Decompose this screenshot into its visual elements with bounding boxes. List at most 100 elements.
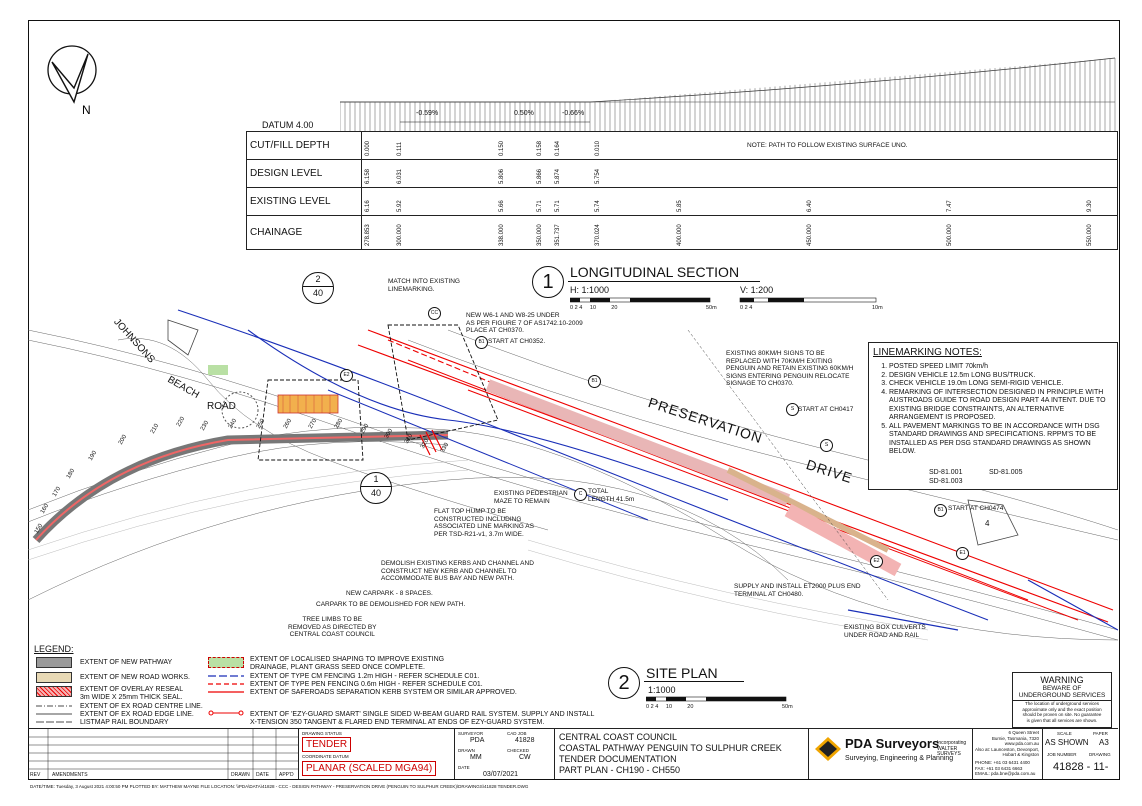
tick: 10 [665,704,673,710]
scale-h-ticks: 0 2 4 10 20 [570,304,617,312]
row-label: DESIGN LEVEL [250,168,323,179]
scale-h: H: 1:1000 [570,285,610,295]
title-underline [644,681,744,682]
grade-3: -0.66% [562,110,585,117]
callout-new-signs: NEW W6-1 AND W8-25 UNDER AS PER FIGURE 7… [466,312,583,334]
rev-header: DRAWN [231,772,250,778]
long-section-value: 350.000 [537,224,543,246]
legend-swatch-roadworks [36,672,72,683]
long-section-value: 6.031 [397,168,403,184]
legend-fence-lines [208,675,244,693]
rev-header: DATE [256,772,269,778]
company-address: 6 Queen Street Burnie, Tasmania, 7320 ww… [975,730,1040,757]
drawing-frame [28,20,1120,780]
grade-2: 0.50% [514,110,534,117]
surveyor: PDA [470,737,485,744]
road-label-road: ROAD [207,401,236,412]
marker-b1: B1 [475,336,488,349]
legend-item: EXTENT OF LOCALISED SHAPING TO IMPROVE E… [250,656,445,671]
callout-match-linemarking: MATCH INTO EXISTING LINEMARKING. [388,278,460,293]
cadjob: 41828 [515,737,535,744]
detail-ref-sheet: 40 [303,286,333,300]
long-section-value: 5.92 [397,200,403,212]
tick: 0 [740,305,744,311]
callout-start-352: START AT CH0352. [488,338,546,345]
scale-cell: SCALE PAPER AS SHOWN A3 JOB NUMBER DRAWI… [1042,729,1119,779]
long-section-value: 278.853 [365,224,371,246]
title-underline [568,281,760,282]
long-section-value: 5.754 [595,168,601,184]
tick: 2 [574,305,578,311]
legend-swatch-pathway [36,657,72,668]
legend-guardrail-line [208,710,244,716]
checked-label: CHECKED [507,748,530,753]
legend-item: EXTENT OF NEW ROAD WORKS. [80,674,190,681]
long-section-value: 5.74 [595,200,601,212]
cadjob-label: CAD JOB [507,731,527,736]
sd-ref: SD-81.005 [989,469,1023,476]
callout-start-417: START AT CH0417 [798,406,854,413]
long-section-value: 351.737 [555,224,561,246]
detail-ref-2: 2 40 [302,272,334,304]
long-section-value: 6.40 [807,200,813,212]
long-section-value: 550.000 [1087,224,1093,246]
datum-label: DATUM 4.00 [262,120,314,130]
scale-v-ticks: 0 2 4 [740,304,752,312]
north-arrow-icon: N [47,45,97,117]
revision-table [28,729,298,779]
scale-label: SCALE [1057,731,1072,736]
legend-item: EXTENT OF OVERLAY RESEAL 3m WIDE X 25mm … [80,686,184,701]
linemarking-item: POSTED SPEED LIMIT 70km/h [889,363,1117,372]
coord-label: COORDINATE DATUM [302,754,349,759]
long-section-value: 5.866 [537,168,543,184]
north-label: N [82,103,91,117]
long-section-value: 300.000 [397,224,403,246]
drawn: MM [470,754,482,761]
marker-s: S [820,439,833,452]
document-type: TENDER DOCUMENTATION [559,754,677,764]
tick: 4 [655,704,659,710]
cutfill-row: CUT/FILL DEPTH [247,132,1117,160]
long-section-value: 0.158 [537,140,543,156]
warning-body: The location of underground services app… [1022,701,1102,723]
marker-s: S [786,403,799,416]
section-number-1: 1 [532,266,564,298]
company-name: PDA Surveyors [845,736,940,751]
sd-ref: SD-81.001 [929,469,963,476]
long-section-value: 5.66 [499,200,505,212]
profile-graphic [340,57,1116,132]
detail-ref-num: 2 [315,274,321,284]
jobno-label: JOB NUMBER [1047,752,1077,757]
legend-item: EXTENT OF SAFEROADS SEPARATION KERB SYST… [250,689,517,696]
long-section-value: 7.47 [947,200,953,212]
client: CENTRAL COAST COUNCIL [559,732,678,742]
drawn-label: DRAWN [458,748,475,753]
legend-item: LISTMAP RAIL BOUNDARY [80,719,169,726]
marker-b1: B1 [588,375,601,388]
row-label: CHAINAGE [250,227,303,238]
company-assoc: Incorporating WALTER SURVEYS [937,740,967,757]
checked: CW [519,754,531,761]
paper-value: A3 [1099,738,1109,747]
long-section-value: 5.806 [499,168,505,184]
scale-h-end: 50m [706,305,717,311]
scale-v-end: 10m [872,305,883,311]
project: COASTAL PATHWAY PENGUIN TO SULPHUR CREEK [559,743,782,753]
callout-et2000: SUPPLY AND INSTALL ET2000 PLUS END TERMI… [734,583,861,598]
date: 03/07/2021 [483,771,519,778]
long-section-value: 0.111 [397,141,403,156]
long-section-note: NOTE: PATH TO FOLLOW EXISTING SURFACE UN… [747,142,908,149]
callout-demolish-kerbs: DEMOLISH EXISTING KERBS AND CHANNEL AND … [381,560,534,582]
detail-ref-sheet: 40 [361,486,391,500]
linemarking-item: ALL PAVEMENT MARKINGS TO BE IN ACCORDANC… [889,423,1117,457]
linemarking-notes: LINEMARKING NOTES: POSTED SPEED LIMIT 70… [868,342,1118,490]
tick: 4 [579,305,583,311]
long-section-value: 5.71 [555,200,561,212]
marker-e1: E1 [956,547,969,560]
plot-footer: DATE/TIME: Tuesday, 3 August 2021 4:00:5… [30,784,529,789]
legend-item: EXTENT OF 'EZY-GUARD SMART' SINGLE SIDED… [250,711,595,726]
long-section-value: 6.158 [365,168,371,184]
rev-header: AMENDMENTS [52,772,88,778]
warning-title: WARNING [1040,675,1084,685]
site-scale-ticks: 0 2 4 10 20 [646,703,693,711]
